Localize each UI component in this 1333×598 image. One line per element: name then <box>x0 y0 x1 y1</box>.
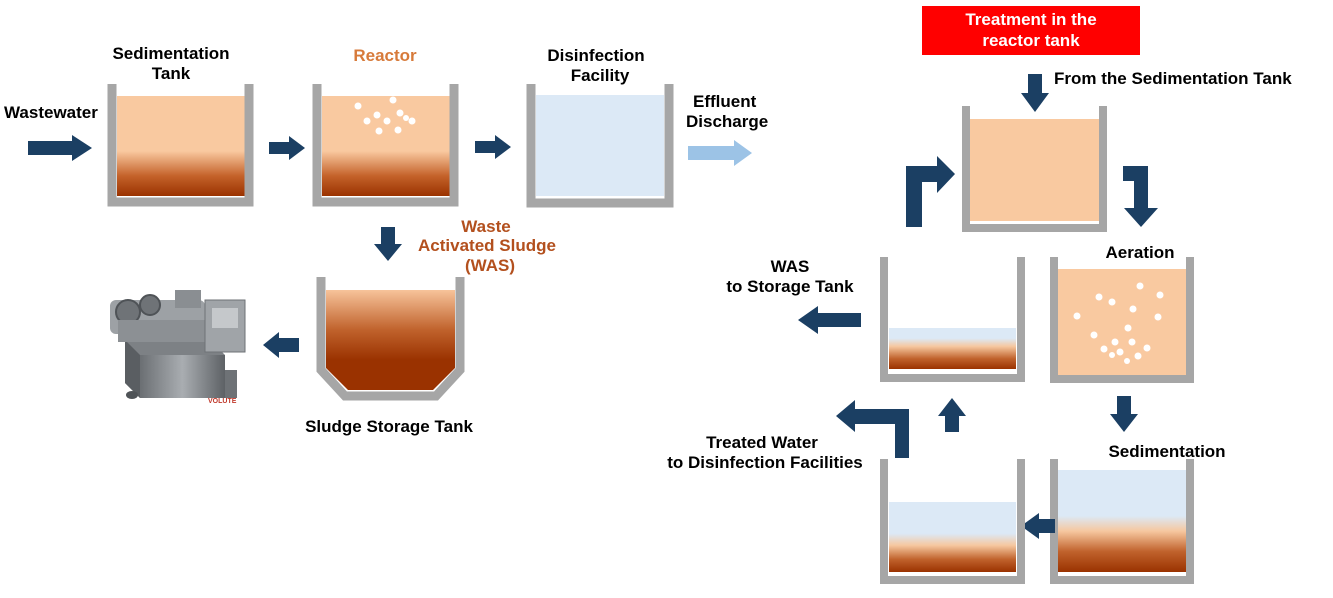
was-label-1: Waste <box>461 217 510 236</box>
sludge-storage-tank-label: Sludge Storage Tank <box>305 417 473 436</box>
disinfection-facility-label-1: Disinfection <box>547 46 644 65</box>
aeration-tank <box>1050 257 1194 383</box>
sedimentation-tank <box>107 84 254 207</box>
reactor-fill-tank <box>962 106 1107 232</box>
elbow-arrow-icon <box>906 156 955 227</box>
treatment-header-line-2: reactor tank <box>982 31 1080 50</box>
disinfection-tank <box>526 84 674 208</box>
arrow-up-icon <box>938 398 966 432</box>
arrow-down-icon <box>1021 74 1049 112</box>
effluent-discharge-label-1: Effluent <box>693 92 757 111</box>
arrow-right-icon <box>475 135 511 159</box>
disinfection-facility-label-2: Facility <box>571 66 630 85</box>
sludge-storage-tank <box>316 277 465 401</box>
elbow-arrow-icon <box>836 400 909 458</box>
treated-water-label-1: Treated Water <box>706 433 818 452</box>
reactor-label: Reactor <box>353 46 417 65</box>
machine-brand-label: VOLUTE <box>208 398 237 405</box>
effluent-discharge-label-2: Discharge <box>686 112 768 131</box>
effluent-arrow-icon <box>688 140 752 166</box>
sedimentation-tank-label-1: Sedimentation <box>112 44 229 63</box>
arrow-left-icon <box>1021 513 1055 539</box>
arrow-down-icon <box>374 227 402 261</box>
arrow-down-icon <box>1110 396 1138 432</box>
wastewater-label: Wastewater <box>4 103 98 122</box>
bubbles-icon <box>354 96 416 135</box>
treated-water-label-2: to Disinfection Facilities <box>667 453 863 472</box>
was-label-2: Activated Sludge <box>418 236 556 255</box>
arrow-right-icon <box>28 135 92 161</box>
sedimentation-tank-label-2: Tank <box>152 64 191 83</box>
dewatering-machine-icon: VOLUTE <box>110 290 246 405</box>
elbow-arrow-icon <box>1123 166 1158 227</box>
arrow-right-icon <box>269 136 305 160</box>
was-to-storage-label-2: to Storage Tank <box>726 277 854 296</box>
from-sedimentation-tank-label: From the Sedimentation Tank <box>1054 69 1292 88</box>
was-label-3: (WAS) <box>465 256 515 275</box>
treatment-header-line-1: Treatment in the <box>965 10 1096 29</box>
arrow-left-icon <box>798 306 861 334</box>
bubbles-icon <box>1073 282 1164 364</box>
sedimentation-stage-tank <box>1050 459 1194 584</box>
treated-water-tank <box>880 459 1025 584</box>
treatment-header <box>922 6 1140 55</box>
reactor-tank <box>312 84 459 207</box>
was-settled-tank <box>880 257 1025 382</box>
was-to-storage-label-1: WAS <box>771 257 810 276</box>
sedimentation-label: Sedimentation <box>1108 442 1225 461</box>
arrow-left-icon <box>263 332 299 358</box>
aeration-label: Aeration <box>1106 243 1175 262</box>
